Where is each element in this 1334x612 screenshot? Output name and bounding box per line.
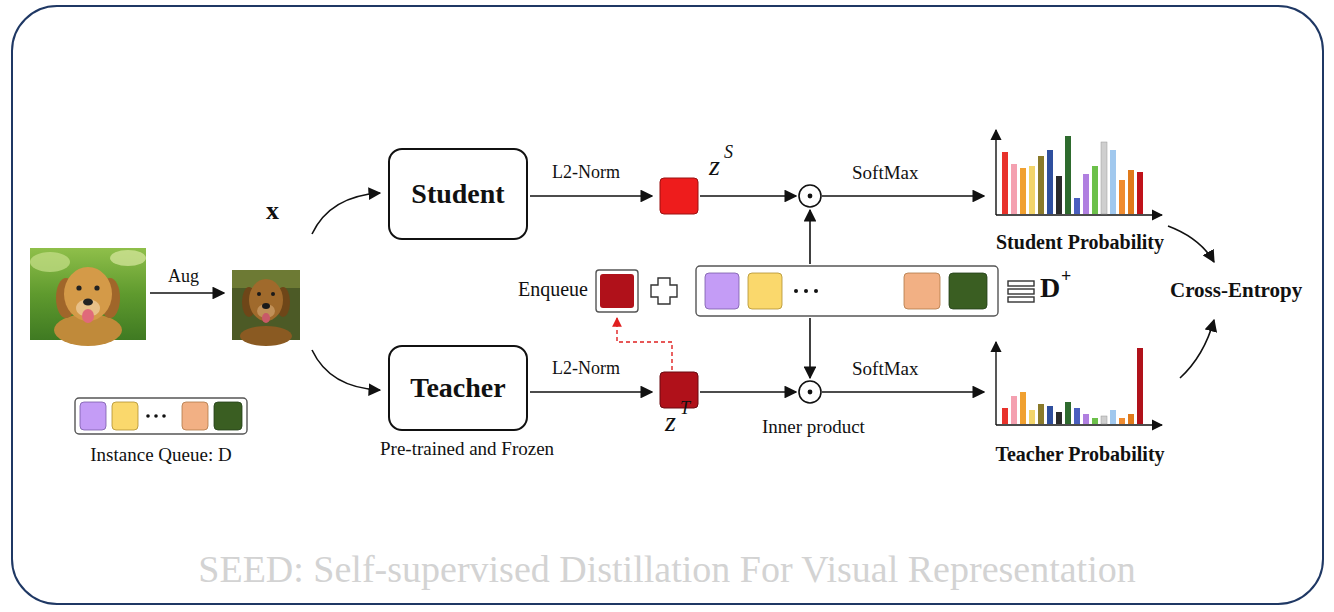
teacher-feature [660, 372, 698, 408]
dog-photo [30, 248, 146, 346]
l2-norm-arrow [530, 391, 652, 393]
caption-heading: Teacher Probability [973, 443, 1187, 466]
operation-label: Inner product [762, 416, 865, 438]
student-feature [660, 178, 698, 214]
inner-product-symbol [799, 381, 821, 403]
plus-symbol [651, 278, 677, 304]
operation-label: L2-Norm [552, 162, 620, 183]
student-box: Student [388, 148, 528, 240]
operation-label: SoftMax [852, 162, 919, 184]
operation-label: Enqueue [518, 278, 588, 301]
split-arrow [312, 193, 380, 234]
box-title: Teacher [410, 372, 505, 404]
caption-heading: Instance Queue: D [48, 444, 274, 466]
student-histogram [996, 130, 1162, 215]
superscript: T [680, 398, 690, 419]
superscript: S [724, 142, 733, 163]
feature-arrow [700, 391, 796, 393]
augmented-photo [232, 270, 300, 346]
softmax-arrow [822, 391, 984, 393]
aug-arrow [150, 292, 224, 294]
feature-symbol: z [709, 150, 720, 182]
panel-border [12, 6, 1323, 604]
teacher-box: Teacher [388, 345, 528, 431]
inner-product-symbol [799, 185, 821, 207]
probability-chart: Teacher Probability [973, 336, 1187, 466]
queue-arrow [809, 318, 811, 378]
extended-queue [696, 266, 998, 316]
instance-queue [75, 398, 247, 434]
l2-norm-arrow [530, 195, 652, 197]
caption-heading: Student Probability [973, 231, 1187, 254]
operation-label: SoftMax [852, 358, 919, 380]
split-arrow [312, 350, 380, 390]
queue-symbol: D [1040, 272, 1060, 304]
loss-label: Cross-Entropy [1170, 278, 1302, 302]
enqueue-box [596, 270, 638, 312]
feature-symbol: z [665, 406, 676, 438]
input-symbol: x [266, 196, 279, 226]
equivalence-symbol [1008, 281, 1034, 302]
queue-block: Instance Queue: D [48, 392, 274, 466]
enqueue-arrow [617, 318, 672, 370]
queue-arrow [809, 210, 811, 264]
probability-chart: Student Probability [973, 124, 1187, 254]
superscript: + [1061, 266, 1071, 287]
annotation: Pre-trained and Frozen [380, 438, 554, 460]
feature-arrow [700, 195, 796, 197]
operation-label: L2-Norm [552, 358, 620, 379]
teacher-histogram [996, 342, 1162, 425]
loss-arrow [1168, 226, 1214, 262]
softmax-arrow [822, 195, 984, 197]
operation-label: Aug [168, 266, 199, 287]
box-title: Student [411, 178, 504, 210]
loss-arrow [1180, 320, 1214, 378]
enqueued-feature [600, 274, 634, 308]
watermark: SEED: Self-supervised Distillation For V… [0, 548, 1334, 592]
